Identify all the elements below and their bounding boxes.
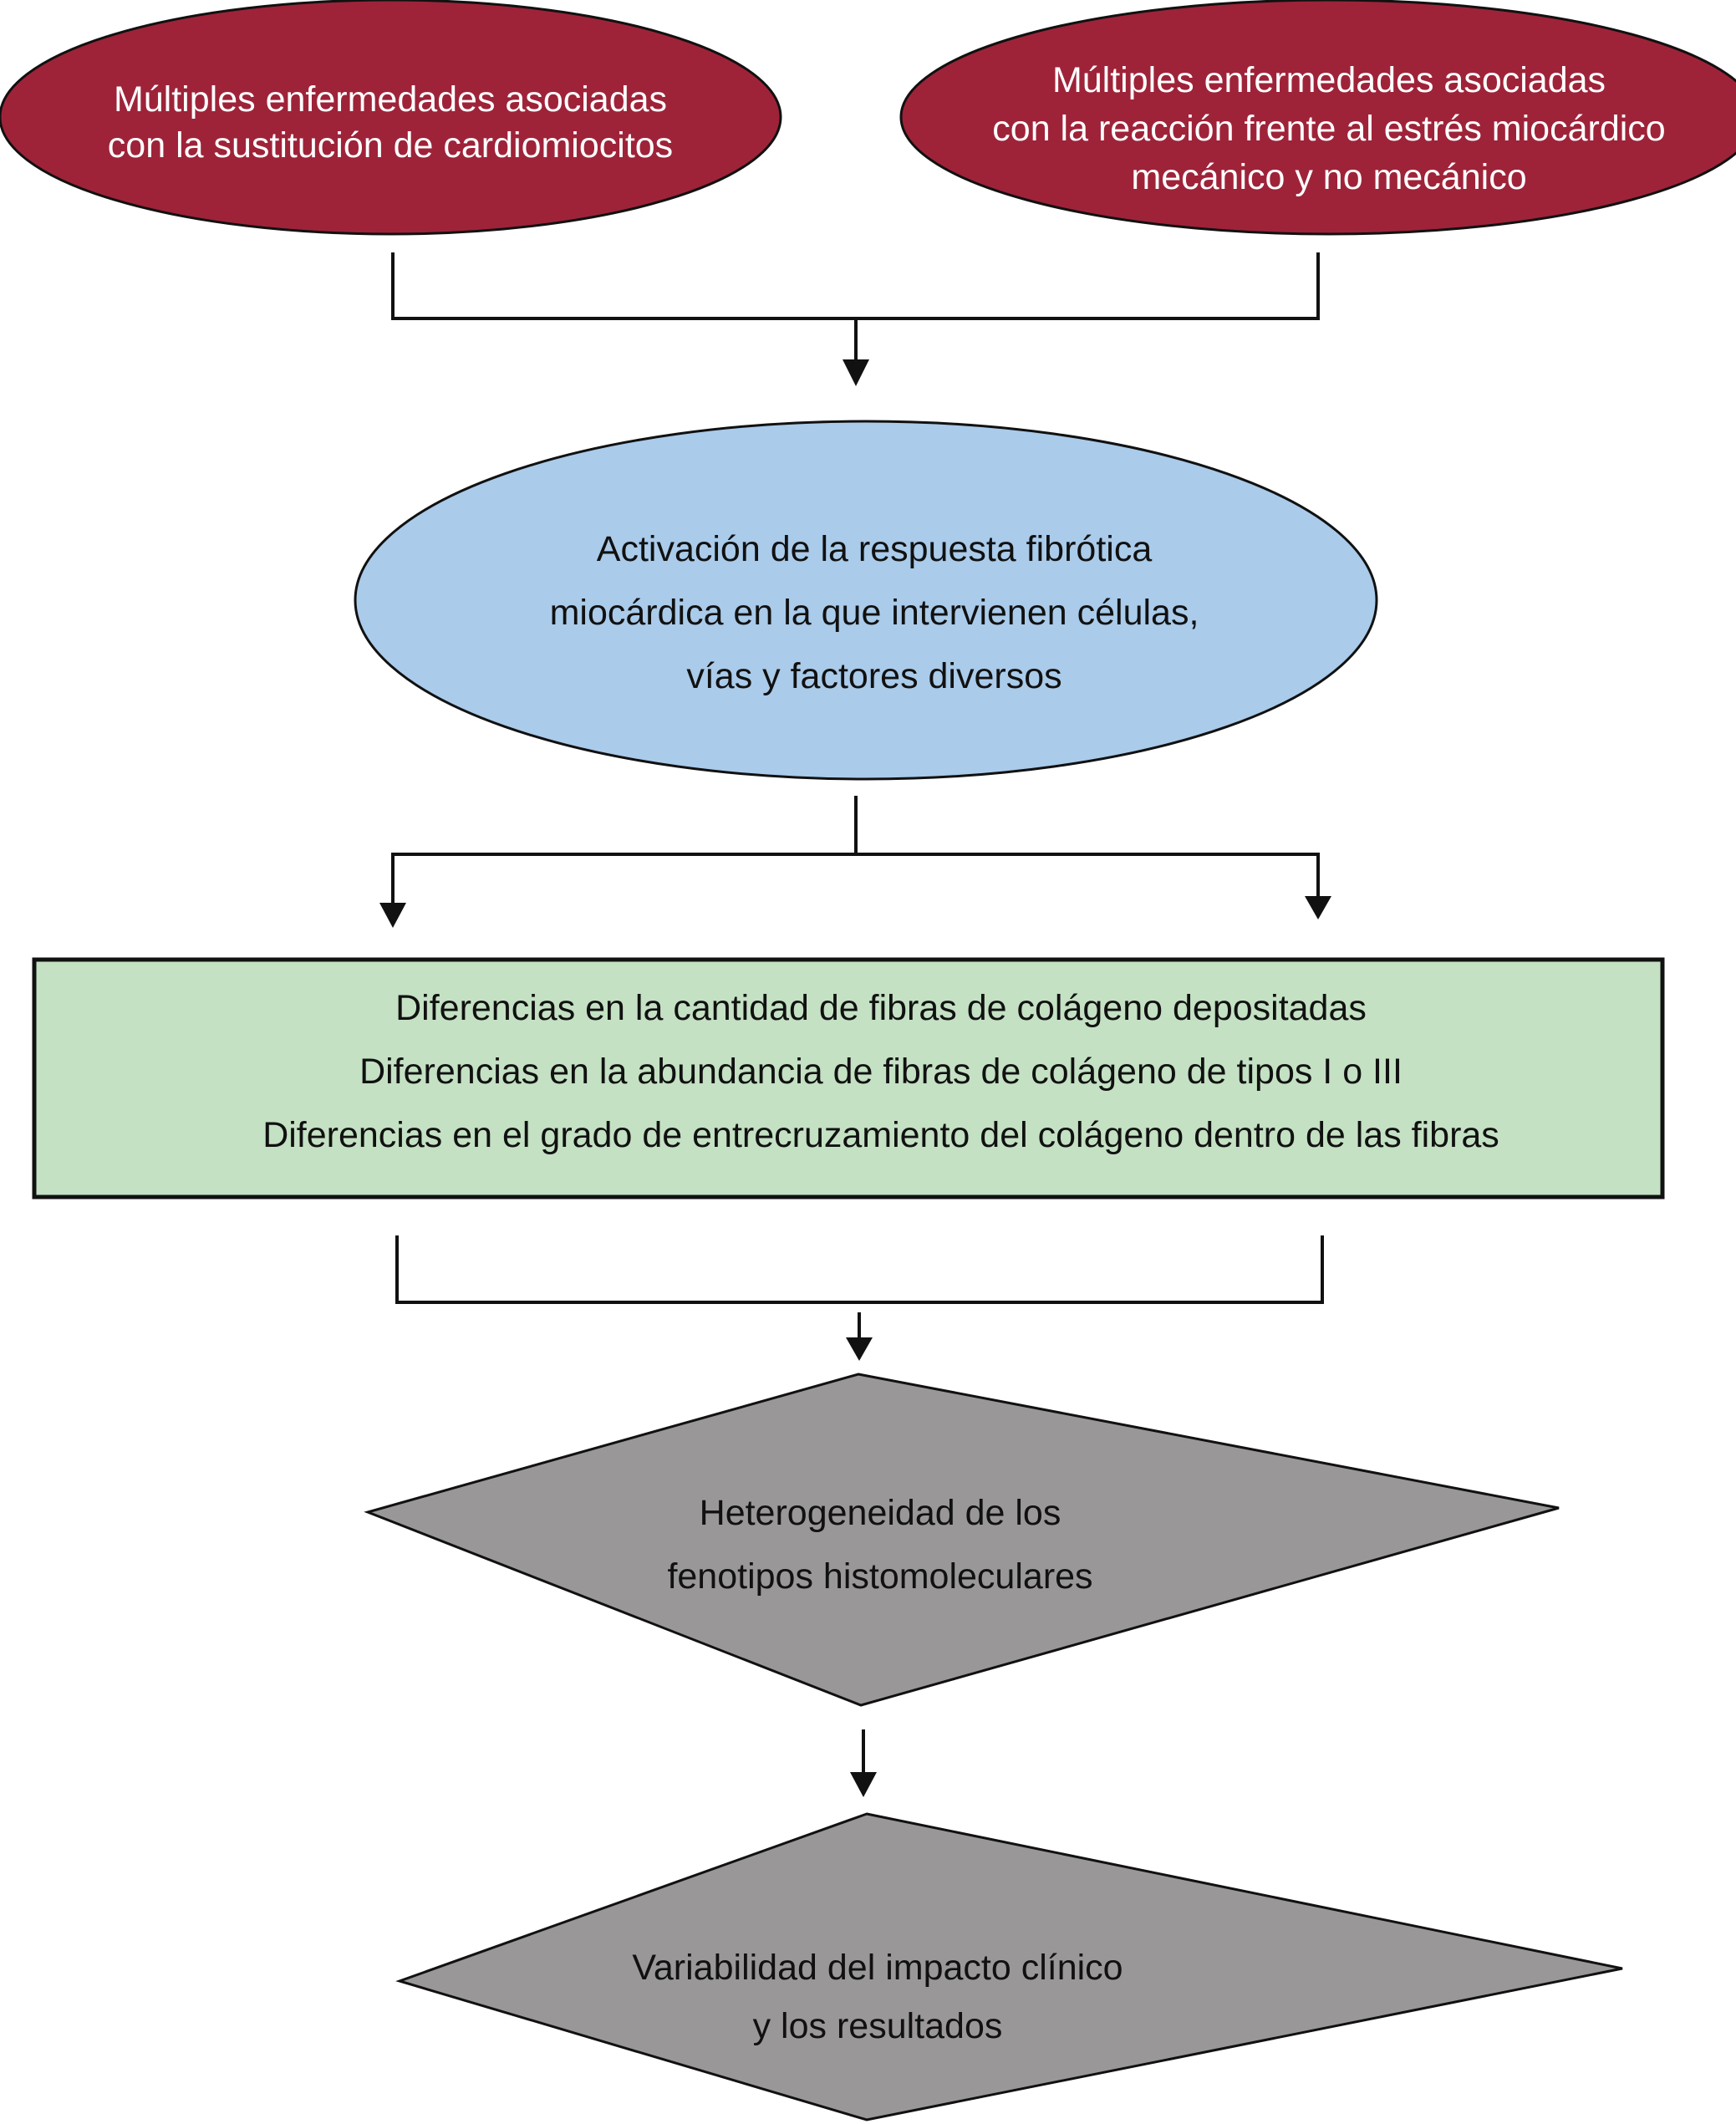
arrowhead-down-icon <box>850 1772 877 1797</box>
collagen-differences-line-2: Diferencias en la abundancia de fibras d… <box>359 1052 1403 1092</box>
node-phenotype-heterogeneity: Heterogeneidad de los fenotipos histomol… <box>364 1373 1560 1707</box>
arrowhead-down-left-icon <box>379 903 406 928</box>
collagen-differences-shape <box>32 957 1665 1200</box>
clinical-variability-line-2: y los resultados <box>753 2006 1003 2046</box>
connector-diseases-to-activation <box>391 252 1320 386</box>
replacement-diseases-line-2: con la sustitución de cardiomiocitos <box>108 125 673 166</box>
fibrotic-activation-line-2: miocárdica en la que intervienen células… <box>550 593 1199 633</box>
merge-bracket-top <box>391 252 1320 320</box>
connector-differences-to-heterogeneity <box>395 1235 1324 1361</box>
node-collagen-differences: Diferencias en la cantidad de fibras de … <box>32 957 1665 1200</box>
stress-diseases-line-1: Múltiples enfermedades asociadas <box>1052 60 1606 100</box>
replacement-diseases-shape <box>0 0 782 236</box>
clinical-variability-line-1: Variabilidad del impacto clínico <box>632 1948 1123 1988</box>
stress-diseases-line-3: mecánico y no mecánico <box>1131 157 1526 197</box>
arrowhead-down-icon <box>843 359 869 386</box>
node-clinical-variability: Variabilidad del impacto clínico y los r… <box>395 1812 1623 2121</box>
phenotype-heterogeneity-shape <box>364 1373 1560 1707</box>
split-bracket <box>391 853 1320 911</box>
phenotype-heterogeneity-line-1: Heterogeneidad de los <box>700 1493 1061 1533</box>
node-replacement-diseases: Múltiples enfermedades asociadas con la … <box>0 0 782 236</box>
collagen-differences-line-3: Diferencias en el grado de entrecruzamie… <box>262 1115 1499 1155</box>
connector-heterogeneity-to-variability <box>850 1729 877 1797</box>
clinical-variability-shape <box>395 1812 1623 2121</box>
collagen-differences-line-1: Diferencias en la cantidad de fibras de … <box>395 988 1367 1028</box>
fibrotic-activation-line-1: Activación de la respuesta fibrótica <box>597 529 1153 569</box>
replacement-diseases-line-1: Múltiples enfermedades asociadas <box>114 79 667 120</box>
arrowhead-down-icon <box>846 1337 873 1361</box>
fibrotic-activation-shape <box>354 420 1378 781</box>
connector-activation-to-differences <box>379 796 1331 928</box>
stress-diseases-line-2: con la reacción frente al estrés miocárd… <box>992 109 1665 149</box>
stress-diseases-shape <box>899 0 1736 236</box>
arrowhead-down-right-icon <box>1305 896 1331 919</box>
phenotype-heterogeneity-line-2: fenotipos histomoleculares <box>667 1556 1092 1597</box>
node-fibrotic-activation: Activación de la respuesta fibrótica mio… <box>354 420 1378 781</box>
node-stress-diseases: Múltiples enfermedades asociadas con la … <box>899 0 1736 236</box>
fibrotic-activation-line-3: vías y factores diversos <box>686 656 1061 696</box>
merge-bracket-bottom <box>395 1235 1324 1304</box>
